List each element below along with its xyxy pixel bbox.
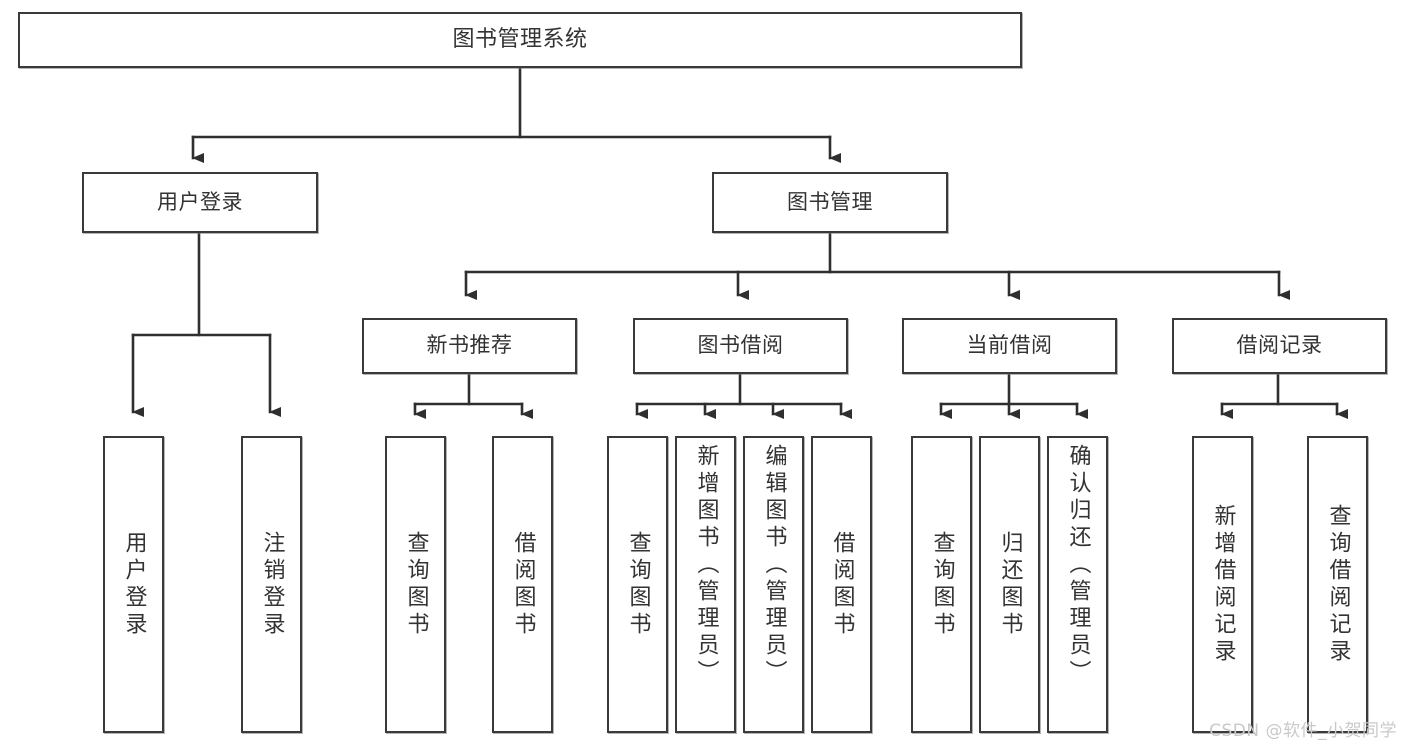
csdn-watermark: CSDN @软件_小贺同学 xyxy=(1209,721,1397,741)
node-book-management[interactable]: 图书管理 xyxy=(712,172,948,233)
node-label: 编辑图书（管理员） xyxy=(761,444,787,687)
node-label: 注销登录 xyxy=(259,530,285,639)
node-user-login[interactable]: 用户登录 xyxy=(82,172,318,233)
leaf-current-borrow-return[interactable]: 归还图书 xyxy=(979,436,1040,733)
node-label: 查询图书 xyxy=(929,530,955,639)
node-label: 用户登录 xyxy=(121,530,147,639)
node-current-borrow[interactable]: 当前借阅 xyxy=(902,318,1117,374)
node-label: 当前借阅 xyxy=(966,333,1053,358)
node-label: 查询借阅记录 xyxy=(1325,503,1351,666)
leaf-user-login-login[interactable]: 用户登录 xyxy=(103,436,164,733)
node-label: 借阅图书 xyxy=(829,530,855,639)
node-label: 图书管理 xyxy=(787,189,873,214)
node-borrow-record[interactable]: 借阅记录 xyxy=(1172,318,1387,374)
node-label: 确认归还（管理员） xyxy=(1065,444,1091,687)
leaf-book-borrow-query[interactable]: 查询图书 xyxy=(607,436,668,733)
node-label: 归还图书 xyxy=(997,530,1023,639)
node-label: 新增图书（管理员） xyxy=(693,444,719,687)
leaf-book-borrow-add[interactable]: 新增图书（管理员） xyxy=(675,436,736,733)
leaf-current-borrow-confirm-return[interactable]: 确认归还（管理员） xyxy=(1047,436,1108,733)
leaf-new-book-borrow[interactable]: 借阅图书 xyxy=(492,436,553,733)
node-label: 查询图书 xyxy=(403,530,429,639)
leaf-borrow-record-add[interactable]: 新增借阅记录 xyxy=(1192,436,1253,733)
node-root-system[interactable]: 图书管理系统 xyxy=(18,12,1022,68)
node-new-book-recommend[interactable]: 新书推荐 xyxy=(362,318,577,374)
node-label: 查询图书 xyxy=(625,530,651,639)
node-label: 新书推荐 xyxy=(426,333,513,358)
node-label: 图书借阅 xyxy=(697,333,784,358)
leaf-borrow-record-query[interactable]: 查询借阅记录 xyxy=(1307,436,1368,733)
node-label: 用户登录 xyxy=(157,189,243,214)
node-label: 新增借阅记录 xyxy=(1210,503,1236,666)
leaf-book-borrow-edit[interactable]: 编辑图书（管理员） xyxy=(743,436,804,733)
node-label: 借阅记录 xyxy=(1236,333,1323,358)
node-label: 借阅图书 xyxy=(510,530,536,639)
node-book-borrow[interactable]: 图书借阅 xyxy=(633,318,848,374)
leaf-book-borrow-borrow[interactable]: 借阅图书 xyxy=(811,436,872,733)
node-label: 图书管理系统 xyxy=(452,26,588,52)
leaf-user-login-logout[interactable]: 注销登录 xyxy=(241,436,302,733)
leaf-new-book-query[interactable]: 查询图书 xyxy=(385,436,446,733)
leaf-current-borrow-query[interactable]: 查询图书 xyxy=(911,436,972,733)
